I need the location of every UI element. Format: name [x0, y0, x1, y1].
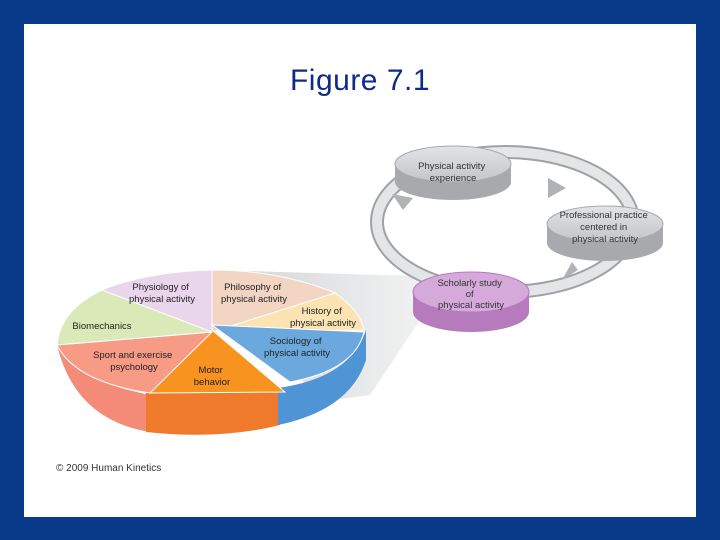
- node-right-line-3: physical activity: [572, 234, 638, 245]
- node-right-line-1: Professional practice: [560, 210, 648, 221]
- label-biomechanics: Biomechanics: [72, 321, 131, 332]
- node-physical-activity-experience: Physical activity experience: [395, 146, 511, 200]
- copyright-text: © 2009 Human Kinetics: [56, 463, 161, 474]
- node-scholarly-line-1: Scholarly study: [437, 278, 502, 289]
- node-top-line-2: experience: [430, 173, 476, 184]
- node-top-line-1: Physical activity: [418, 161, 485, 172]
- node-right-line-2: centered in: [580, 222, 627, 233]
- cycle-arrow-right: [548, 178, 566, 198]
- node-scholarly-line-2: of: [466, 289, 474, 300]
- node-scholarly-study: Scholarly study of physical activity: [413, 272, 529, 332]
- cycle-arrow-left: [392, 194, 413, 210]
- label-physiology: Physiology of physical activity: [129, 282, 195, 305]
- node-professional-practice: Professional practice centered in physic…: [547, 206, 663, 261]
- label-motor: Motor behavior: [194, 365, 230, 388]
- node-scholarly-line-3: physical activity: [438, 300, 504, 311]
- label-philosophy: Philosophy of physical activity: [221, 282, 287, 305]
- label-sociology: Sociology of physical activity: [264, 336, 330, 359]
